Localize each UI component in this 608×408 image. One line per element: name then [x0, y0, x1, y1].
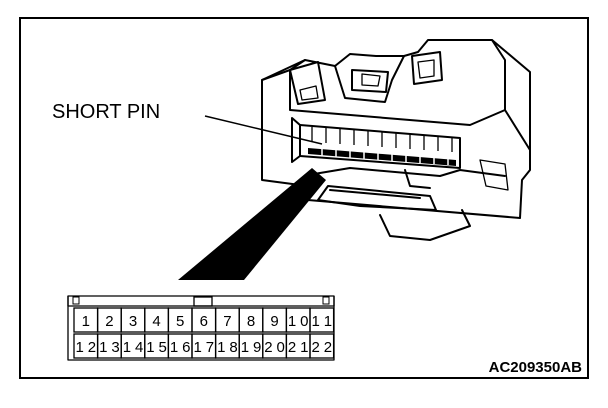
pin-number-3: 3: [129, 313, 137, 330]
pin-number-8: 8: [247, 313, 255, 330]
short-pin-label: SHORT PIN: [52, 101, 160, 123]
pin-cell: [309, 307, 335, 333]
pin-number-17: 17: [194, 339, 215, 356]
pin-number-10: 10: [288, 313, 309, 330]
pin-number-14: 14: [123, 339, 144, 356]
callout-wedge: [178, 168, 326, 280]
pin-number-2: 2: [105, 313, 113, 330]
pin-number-9: 9: [270, 313, 278, 330]
pin-number-11: 11: [312, 313, 333, 330]
short-pin-leader-line: [204, 115, 323, 145]
pin-cell: [309, 333, 335, 359]
pin-number-16: 16: [170, 339, 191, 356]
pin-number-21: 21: [288, 339, 309, 356]
figure-frame: [19, 17, 589, 379]
pin-number-4: 4: [152, 313, 160, 330]
pin-number-12: 12: [76, 339, 97, 356]
pin-number-15: 15: [146, 339, 167, 356]
pin-number-7: 7: [223, 313, 231, 330]
pin-number-19: 19: [241, 339, 262, 356]
connector-housing-illustration: [261, 39, 531, 241]
pin-number-18: 18: [217, 339, 238, 356]
polarization-key: [193, 296, 213, 307]
pin-number-6: 6: [200, 313, 208, 330]
pin-number-13: 13: [99, 339, 120, 356]
pin-number-1: 1: [82, 313, 90, 330]
pin-number-5: 5: [176, 313, 184, 330]
pin-number-20: 20: [264, 339, 285, 356]
figure-code: AC209350AB: [489, 359, 583, 376]
pin-number-22: 22: [312, 339, 333, 356]
